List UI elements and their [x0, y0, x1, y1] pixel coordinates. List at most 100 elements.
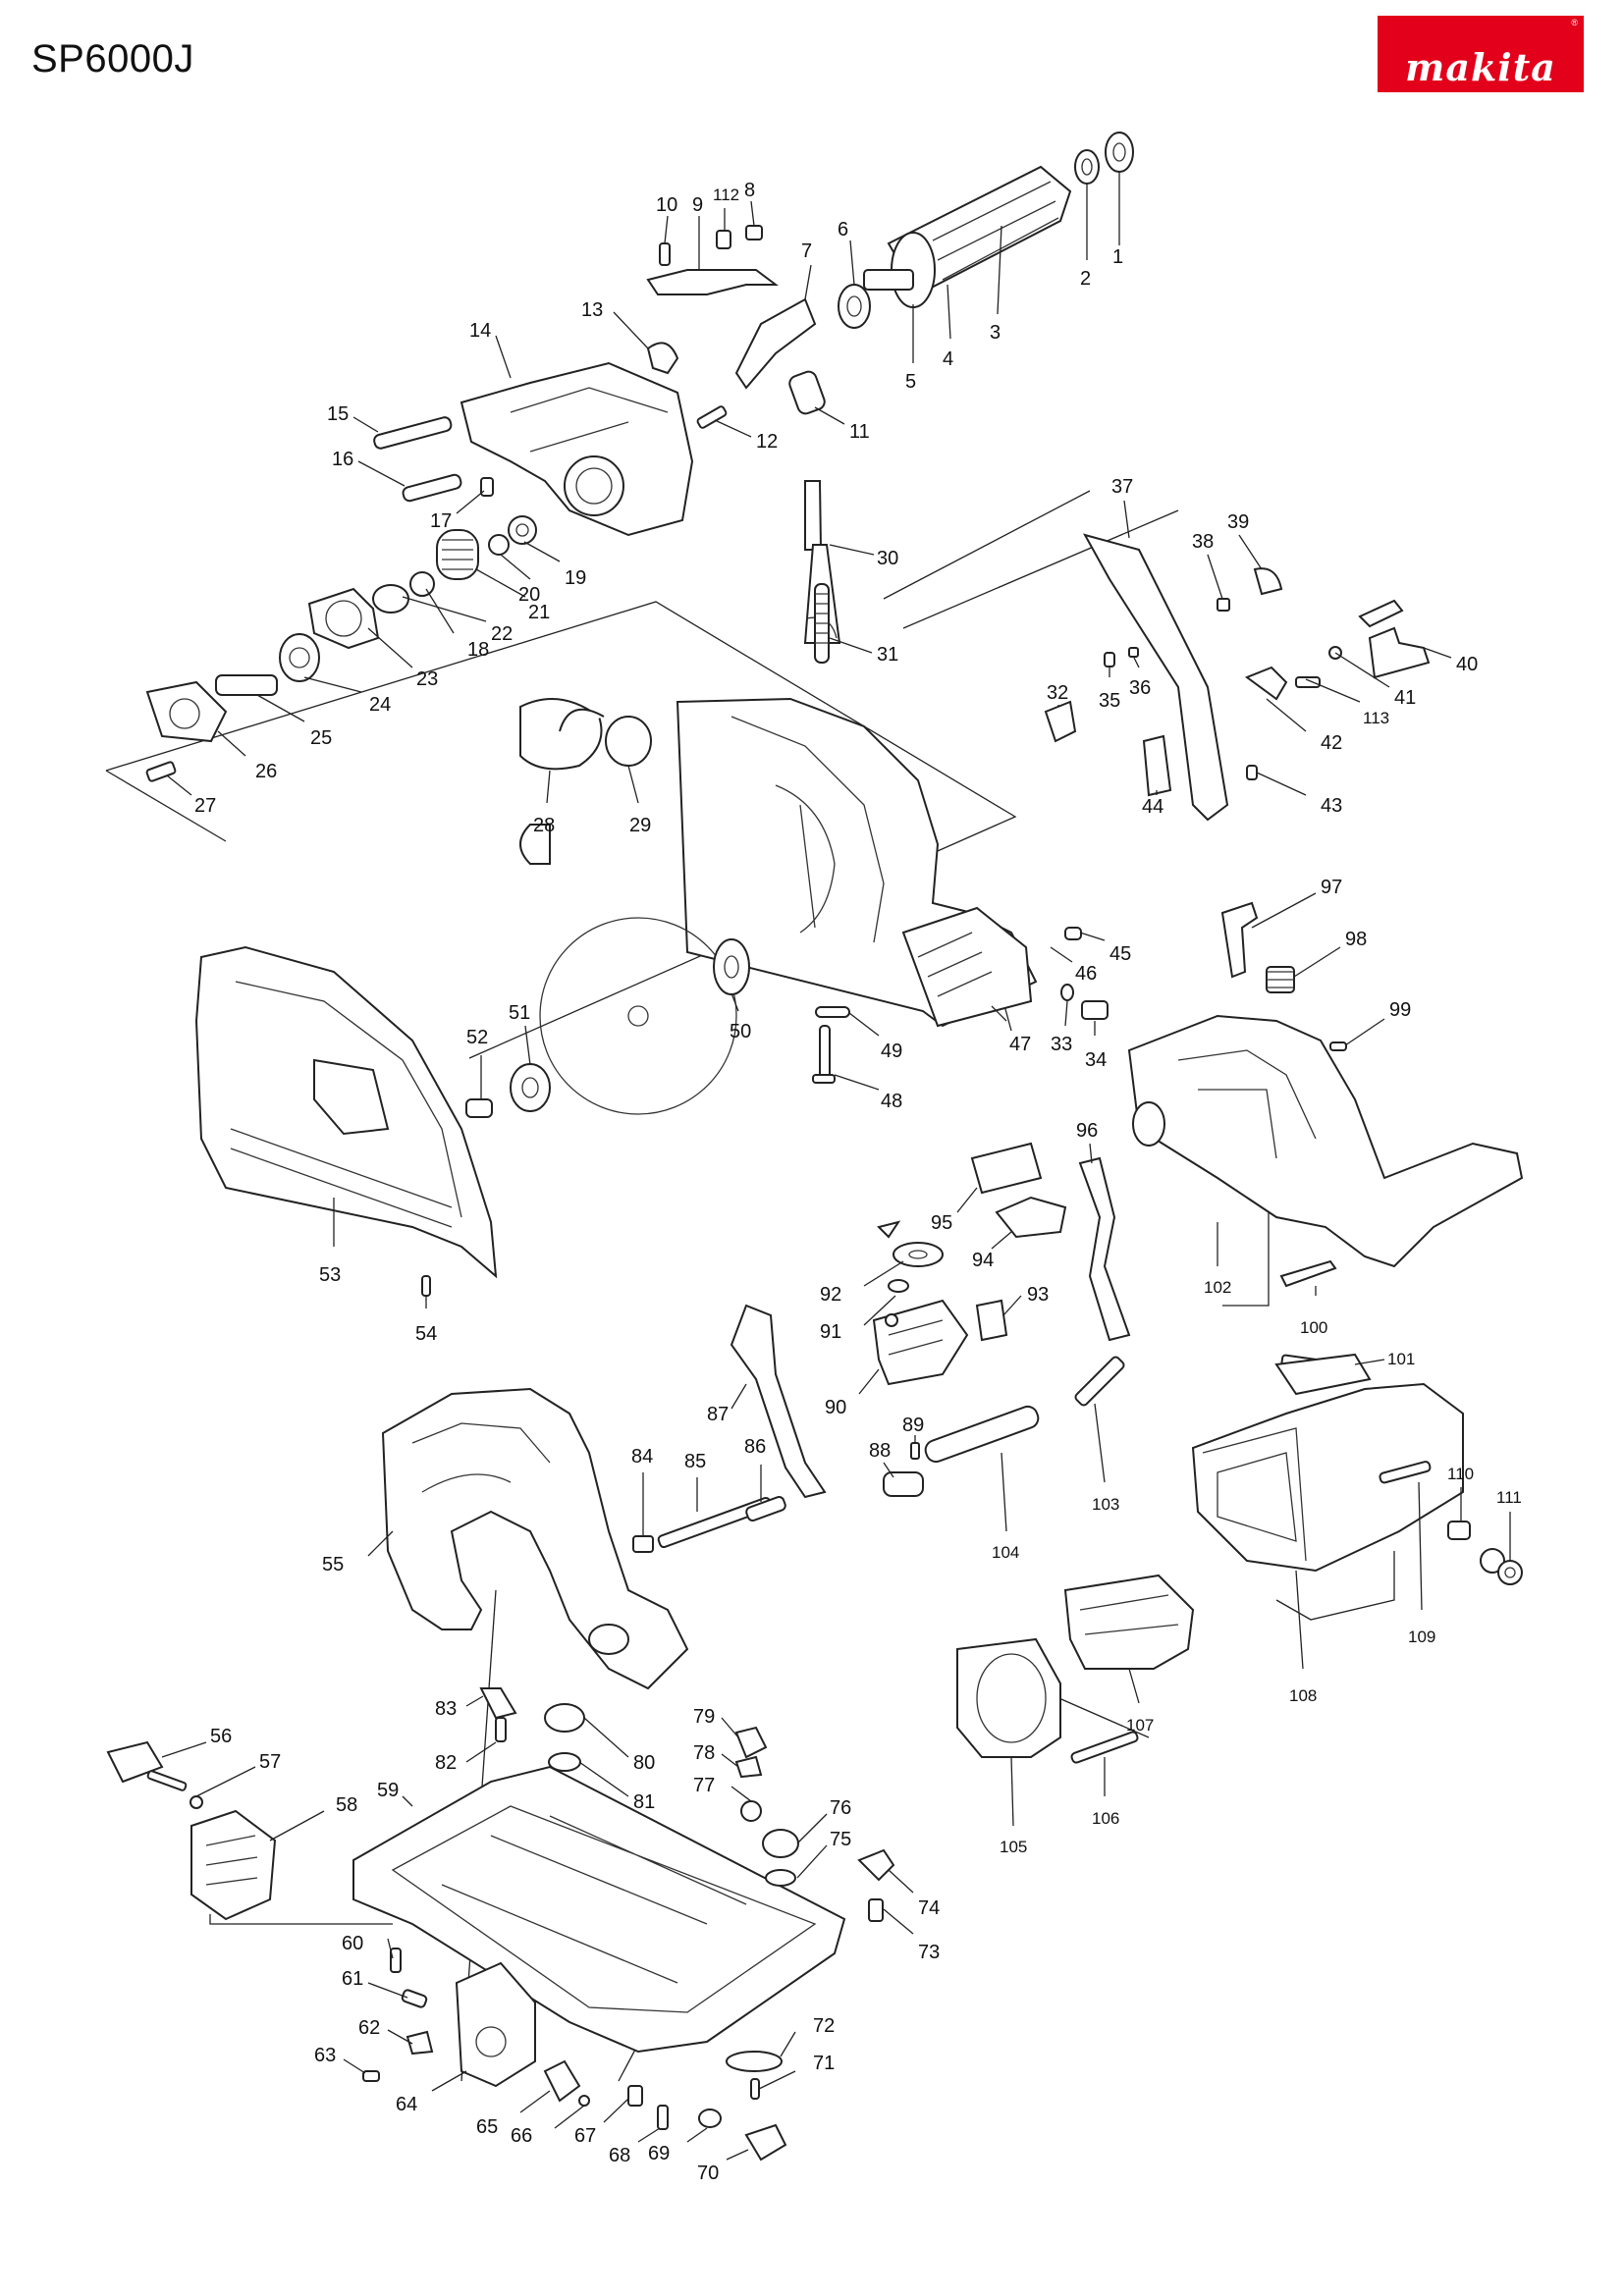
part-label-9: 9: [692, 194, 703, 216]
part-label-72: 72: [813, 2015, 835, 2037]
part-label-83: 83: [435, 1698, 457, 1720]
part-label-43: 43: [1321, 795, 1342, 817]
part-label-93: 93: [1027, 1284, 1049, 1306]
part-label-35: 35: [1099, 690, 1120, 712]
part-label-47: 47: [1009, 1034, 1031, 1055]
part-label-2: 2: [1080, 268, 1091, 290]
part-label-40: 40: [1456, 654, 1478, 675]
part-label-65: 65: [476, 2116, 498, 2138]
part-label-18: 18: [467, 639, 489, 661]
part-label-20: 20: [518, 584, 540, 606]
makita-logo: makita®: [1378, 16, 1584, 92]
part-label-82: 82: [435, 1752, 457, 1774]
part-label-74: 74: [918, 1897, 940, 1919]
part-label-112: 112: [713, 186, 739, 204]
part-label-38: 38: [1192, 531, 1214, 553]
part-label-3: 3: [990, 322, 1001, 344]
part-label-23: 23: [416, 668, 438, 690]
base-plate: [106, 1687, 895, 2162]
part-label-31: 31: [877, 644, 898, 666]
part-label-45: 45: [1109, 943, 1131, 965]
part-label-107: 107: [1126, 1716, 1154, 1735]
part-label-88: 88: [869, 1440, 891, 1462]
part-label-66: 66: [511, 2125, 532, 2147]
part-label-113: 113: [1363, 709, 1389, 727]
part-label-16: 16: [332, 449, 353, 470]
part-label-15: 15: [327, 403, 349, 425]
part-label-11: 11: [849, 421, 870, 443]
part-label-42: 42: [1321, 732, 1342, 754]
part-label-55: 55: [322, 1554, 344, 1575]
part-label-71: 71: [813, 2053, 835, 2074]
part-label-77: 77: [693, 1775, 715, 1796]
part-label-29: 29: [629, 815, 651, 836]
part-label-54: 54: [415, 1323, 437, 1345]
part-label-108: 108: [1289, 1686, 1317, 1705]
part-label-76: 76: [830, 1797, 851, 1819]
part-label-87: 87: [707, 1404, 729, 1425]
part-label-5: 5: [905, 371, 916, 393]
part-label-32: 32: [1047, 682, 1068, 704]
part-label-37: 37: [1111, 476, 1133, 498]
part-label-63: 63: [314, 2045, 336, 2066]
part-label-24: 24: [369, 694, 391, 716]
part-label-69: 69: [648, 2143, 670, 2164]
part-label-53: 53: [319, 1264, 341, 1286]
part-label-25: 25: [310, 727, 332, 749]
part-label-7: 7: [801, 240, 812, 262]
part-label-101: 101: [1387, 1350, 1415, 1368]
part-label-44: 44: [1142, 796, 1163, 818]
part-label-22: 22: [491, 623, 513, 645]
part-label-98: 98: [1345, 929, 1367, 950]
part-label-95: 95: [931, 1212, 952, 1234]
part-label-50: 50: [730, 1021, 751, 1042]
part-label-67: 67: [574, 2125, 596, 2147]
part-label-62: 62: [358, 2017, 380, 2039]
part-label-104: 104: [992, 1543, 1019, 1562]
part-label-12: 12: [756, 431, 778, 453]
part-label-17: 17: [430, 510, 452, 532]
part-label-8: 8: [744, 180, 755, 201]
part-label-75: 75: [830, 1829, 851, 1850]
part-label-92: 92: [820, 1284, 841, 1306]
gear-housing: [145, 361, 694, 782]
part-label-105: 105: [1000, 1838, 1027, 1856]
part-label-96: 96: [1076, 1120, 1098, 1142]
part-label-34: 34: [1085, 1049, 1107, 1071]
part-label-33: 33: [1051, 1034, 1072, 1055]
part-label-1: 1: [1112, 246, 1123, 268]
part-label-111: 111: [1496, 1488, 1522, 1507]
part-label-57: 57: [259, 1751, 281, 1773]
part-label-106: 106: [1092, 1809, 1119, 1828]
part-label-99: 99: [1389, 999, 1411, 1021]
part-label-49: 49: [881, 1041, 902, 1062]
motor-housing-group: [877, 1220, 1523, 1764]
lower-guard: [194, 945, 551, 1297]
part-label-26: 26: [255, 761, 277, 782]
part-label-86: 86: [744, 1436, 766, 1458]
part-label-52: 52: [466, 1027, 488, 1048]
part-label-27: 27: [194, 795, 216, 817]
part-label-51: 51: [509, 1002, 530, 1024]
part-label-64: 64: [396, 2094, 417, 2115]
part-label-94: 94: [972, 1250, 994, 1271]
front-handle: [381, 1387, 786, 1690]
blade-guard: [519, 480, 1431, 1115]
part-label-109: 109: [1408, 1628, 1435, 1646]
part-label-56: 56: [210, 1726, 232, 1747]
part-label-85: 85: [684, 1451, 706, 1472]
part-label-68: 68: [609, 2145, 630, 2166]
part-label-89: 89: [902, 1415, 924, 1436]
part-label-41: 41: [1394, 687, 1416, 709]
part-label-4: 4: [943, 348, 953, 370]
part-label-58: 58: [336, 1794, 357, 1816]
part-label-59: 59: [377, 1780, 399, 1801]
part-label-70: 70: [697, 2163, 719, 2184]
armature-group: [646, 132, 1134, 429]
part-label-46: 46: [1075, 963, 1097, 985]
part-label-102: 102: [1204, 1278, 1231, 1297]
part-label-36: 36: [1129, 677, 1151, 699]
part-label-90: 90: [825, 1397, 846, 1418]
part-label-80: 80: [633, 1752, 655, 1774]
